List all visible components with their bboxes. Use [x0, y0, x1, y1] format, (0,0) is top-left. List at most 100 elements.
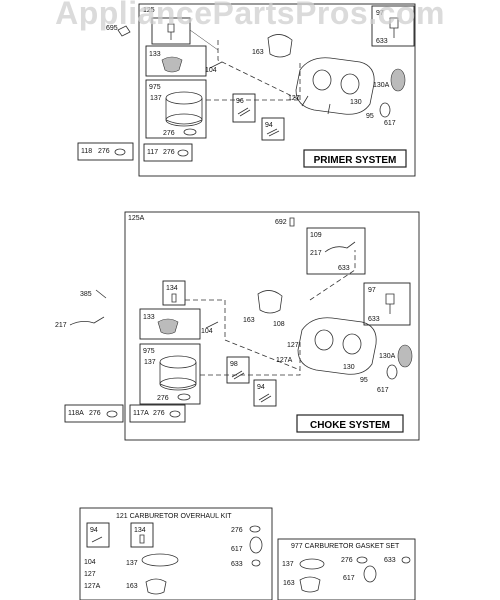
svg-text:695: 695: [106, 25, 118, 32]
watermark: AppliancePartsPros.com: [55, 0, 445, 31]
label-692: 692: [275, 219, 287, 226]
label-133: 133: [149, 51, 161, 58]
primer-cup-part: [161, 56, 183, 73]
part-97-box-choke: [363, 282, 411, 326]
primer-system-section: 125 695 133 104 975 137 276 118 276 117: [77, 3, 416, 177]
gasket-set-section: 977 CARBURETOR GASKET SET 137 276 633 61…: [277, 538, 416, 600]
label-385: 385: [80, 291, 92, 298]
label-117a-276: 276: [153, 410, 165, 417]
carburetor-body-choke: [297, 317, 377, 375]
part-117-box: [143, 143, 193, 162]
part-98-box: [226, 356, 250, 384]
label-130-choke: 130: [343, 364, 355, 371]
part-134-box: [162, 280, 186, 306]
label-217b: 217: [55, 322, 67, 329]
ring-617: [379, 102, 391, 118]
label-134-kit: 134: [134, 527, 146, 534]
label-98: 98: [230, 361, 238, 368]
gasket-set-title: 977 CARBURETOR GASKET SET: [291, 543, 400, 550]
part-118-box: [77, 142, 134, 161]
label-94-choke: 94: [257, 384, 265, 391]
choke-group-label: 125A: [128, 215, 145, 222]
gasket-163-part: [267, 34, 293, 58]
overhaul-kit-section: 121 CARBURETOR OVERHAUL KIT 94 134 276 1…: [79, 507, 273, 600]
primer-section-frame: [138, 3, 416, 177]
label-137-kit: 137: [126, 560, 138, 567]
choke-system-section: 125A 692 109 217 633 385 217 134 133 104…: [55, 211, 420, 441]
part-97-box: [371, 5, 415, 47]
label-127-kit: 127: [84, 571, 96, 578]
label-127-choke: 127: [287, 342, 299, 349]
label-975: 975: [149, 84, 161, 91]
label-276-kit: 276: [231, 527, 243, 534]
choke-section-frame: [124, 211, 420, 441]
part-133-box: [145, 45, 207, 77]
label-975-choke: 975: [143, 348, 155, 355]
gasket-set-frame: [277, 538, 416, 600]
part-109-box: [306, 227, 366, 275]
label-109: 109: [310, 232, 322, 239]
part-975-box-choke: [139, 343, 201, 405]
overhaul-kit-title: 121 CARBURETOR OVERHAUL KIT: [116, 513, 232, 520]
label-104-choke: 104: [201, 328, 213, 335]
label-633-gasket: 633: [384, 557, 396, 564]
part-94-box: [261, 117, 285, 141]
label-127a-kit: 127A: [84, 583, 101, 590]
label-137: 137: [150, 95, 162, 102]
label-617-choke: 617: [377, 387, 389, 394]
part-130a: 130A: [373, 68, 406, 92]
label-633b: 633: [368, 316, 380, 323]
label-127: 127: [288, 95, 300, 102]
label-97-choke: 97: [368, 287, 376, 294]
label-117a: 117A: [133, 410, 149, 417]
label-633-kit: 633: [231, 561, 243, 568]
label-108: 108: [273, 321, 285, 328]
float-top-part: [165, 91, 203, 105]
part-117a-box: [129, 404, 186, 423]
label-137-choke: 137: [144, 359, 156, 366]
part-94-box-choke: [253, 379, 277, 407]
label-617-gasket: 617: [343, 575, 355, 582]
part-133-box-choke: [139, 308, 201, 340]
label-633: 633: [376, 38, 388, 45]
label-104: 104: [205, 67, 217, 74]
primer-group-label: 125: [143, 7, 155, 14]
svg-text:130A: 130A: [373, 82, 390, 89]
part-695: 695: [106, 25, 131, 37]
label-127a: 127A: [276, 357, 293, 364]
label-133-choke: 133: [143, 314, 155, 321]
label-163-kit: 163: [126, 583, 138, 590]
label-96: 96: [236, 98, 244, 105]
primer-bulb-part: [167, 23, 175, 40]
part-96-box: [232, 93, 256, 123]
label-97: 97: [376, 10, 384, 17]
label-94: 94: [265, 122, 273, 129]
label-163: 163: [252, 49, 264, 56]
label-94-kit: 94: [90, 527, 98, 534]
label-163-gasket: 163: [283, 580, 295, 587]
overhaul-kit-frame: [79, 507, 273, 600]
label-95-choke: 95: [360, 377, 368, 384]
label-118a-276: 276: [89, 410, 101, 417]
part-975-box: [145, 79, 207, 139]
primer-bulb-box: [151, 17, 191, 45]
part-104: [209, 61, 223, 69]
label-276: 276: [163, 130, 175, 137]
label-104-kit: 104: [84, 559, 96, 566]
label-633: 633: [338, 265, 350, 272]
primer-title-box: [303, 149, 407, 168]
label-117-276: 276: [163, 149, 175, 156]
label-617-kit: 617: [231, 546, 243, 553]
label-130a-choke: 130A: [379, 353, 396, 360]
label-117: 117: [147, 149, 158, 156]
primer-assembly-line: [217, 40, 301, 101]
label-276-gasket: 276: [341, 557, 353, 564]
label-118: 118: [81, 148, 92, 155]
label-276-choke: 276: [157, 395, 169, 402]
primer-title: PRIMER SYSTEM: [314, 155, 397, 166]
label-95: 95: [366, 113, 374, 120]
label-137-gasket: 137: [282, 561, 294, 568]
part-118a-box: [64, 404, 124, 423]
label-130: 130: [350, 99, 362, 106]
